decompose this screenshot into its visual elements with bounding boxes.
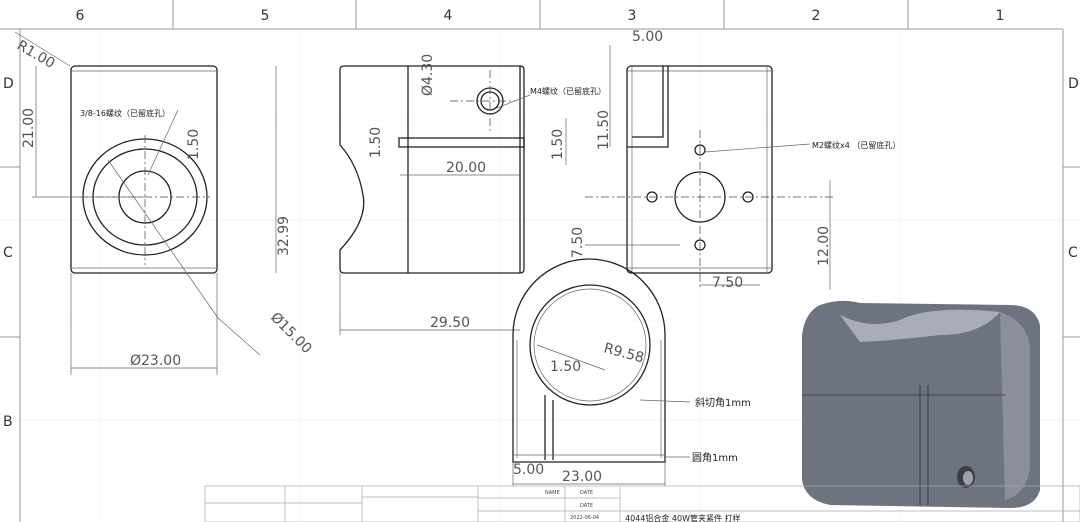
drawing-title: 4044铝合金 40W管夹紧件 打样: [625, 513, 741, 522]
dim-d23: Ø23.00: [130, 353, 181, 369]
column-2: 2: [812, 8, 821, 24]
dim-5-00-top: 5.00: [632, 29, 663, 45]
dim-1-50-bottom: 1.50: [550, 359, 581, 375]
dim-7-50-horiz: 7.50: [712, 275, 743, 291]
column-4: 4: [444, 8, 453, 24]
bottom-view: R9.58 1.50 5.00 23.00 斜切角1mm 圆角1mm: [512, 258, 751, 486]
row-d-right: D: [1068, 76, 1079, 92]
right-view: 5.00 11.50 1.50 7.50 7.50 12.00 M2螺纹x4 （…: [550, 29, 900, 291]
dim-21: 21.00: [21, 108, 37, 148]
row-c-left: C: [3, 245, 13, 261]
note-m2-thread: M2螺纹x4 （已留底孔）: [812, 140, 900, 150]
drawing-date: 2022-06-04: [570, 515, 599, 521]
dim-12-00: 12.00: [816, 226, 832, 266]
dim-11-50: 11.50: [596, 110, 612, 150]
note-3-8-16-thread: 3/8-16螺纹（已留底孔）: [80, 108, 170, 118]
title-block: NAME DATE DATE 2022-06-04 4044铝合金 40W管夹紧…: [204, 485, 1080, 522]
dim-d4-30: Ø4.30: [420, 54, 436, 96]
column-3: 3: [628, 8, 637, 24]
dim-1-50-front: 1.50: [186, 129, 202, 160]
isometric-model-view: [802, 300, 1040, 508]
dim-d15: Ø15.00: [267, 310, 314, 357]
column-6: 6: [76, 8, 85, 24]
dim-23-00: 23.00: [562, 469, 602, 485]
dim-5-00-bottom: 5.00: [513, 462, 544, 478]
column-1: 1: [996, 8, 1005, 24]
dim-r9-58: R9.58: [602, 340, 646, 366]
note-chamfer: 斜切角1mm: [695, 396, 751, 409]
row-b-left: B: [3, 414, 13, 430]
name-label: NAME: [545, 490, 560, 496]
dim-7-50-vert: 7.50: [570, 227, 586, 258]
note-fillet: 圆角1mm: [692, 452, 738, 464]
side-view: Ø4.30 1.50 20.00 29.50 M4螺纹（已留底孔）: [339, 54, 606, 335]
dim-29-50: 29.50: [430, 315, 470, 331]
note-m4-thread: M4螺纹（已留底孔）: [530, 86, 606, 96]
date-label: DATE: [580, 490, 593, 496]
dim-32-99: 32.99: [276, 216, 292, 256]
dim-20: 20.00: [446, 160, 486, 176]
date-label-2: DATE: [580, 503, 593, 509]
zone-labels: 6 5 4 3 2 1 D C B D C: [3, 8, 1079, 430]
column-5: 5: [261, 8, 270, 24]
row-d-left: D: [3, 76, 14, 92]
dim-1-50-side: 1.50: [368, 127, 384, 158]
row-c-right: C: [1068, 245, 1078, 261]
front-view: R1.00 21.00 1.50 32.99 Ø15.00 Ø23.00 3/8…: [14, 31, 315, 375]
dim-1-50-right: 1.50: [550, 129, 566, 160]
